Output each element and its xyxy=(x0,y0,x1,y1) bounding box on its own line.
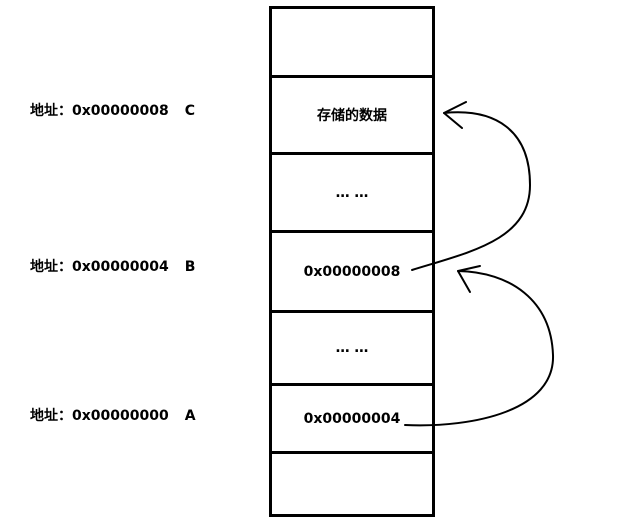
address-prefix: 地址： xyxy=(30,103,72,119)
address-value: 0x00000000 xyxy=(72,408,169,424)
memory-cell-ellipsis-upper: … … xyxy=(272,155,432,233)
address-value: 0x00000004 xyxy=(72,259,169,275)
address-label-b: 地址：0x00000004 B xyxy=(30,256,195,276)
memory-cell-top xyxy=(272,9,432,78)
address-name: C xyxy=(184,103,195,119)
address-label-c: 地址：0x00000008 C xyxy=(30,100,195,120)
arrow-b-to-c xyxy=(411,111,532,271)
memory-cell-c: 存储的数据 xyxy=(272,78,432,155)
arrowhead-a-to-b xyxy=(457,265,481,293)
address-name: A xyxy=(184,408,196,424)
memory-cell-ellipsis-lower: … … xyxy=(272,313,432,386)
cell-text: 存储的数据 xyxy=(317,108,387,124)
memory-stack: 存储的数据 … … 0x00000008 … … 0x00000004 xyxy=(269,6,435,517)
cell-text: 0x00000004 xyxy=(303,410,401,427)
memory-cell-a: 0x00000004 xyxy=(272,386,432,454)
address-name: B xyxy=(184,259,196,275)
address-prefix: 地址： xyxy=(30,408,72,424)
address-label-a: 地址：0x00000000 A xyxy=(30,405,196,425)
memory-cell-b: 0x00000008 xyxy=(272,233,432,313)
cell-text: … … xyxy=(335,184,369,201)
address-prefix: 地址： xyxy=(30,259,72,275)
arrow-a-to-b xyxy=(404,270,555,427)
cell-text: … … xyxy=(335,340,369,356)
address-value: 0x00000008 xyxy=(72,103,169,119)
cell-text: 0x00000008 xyxy=(303,263,401,280)
arrowhead-b-to-c xyxy=(443,101,467,129)
